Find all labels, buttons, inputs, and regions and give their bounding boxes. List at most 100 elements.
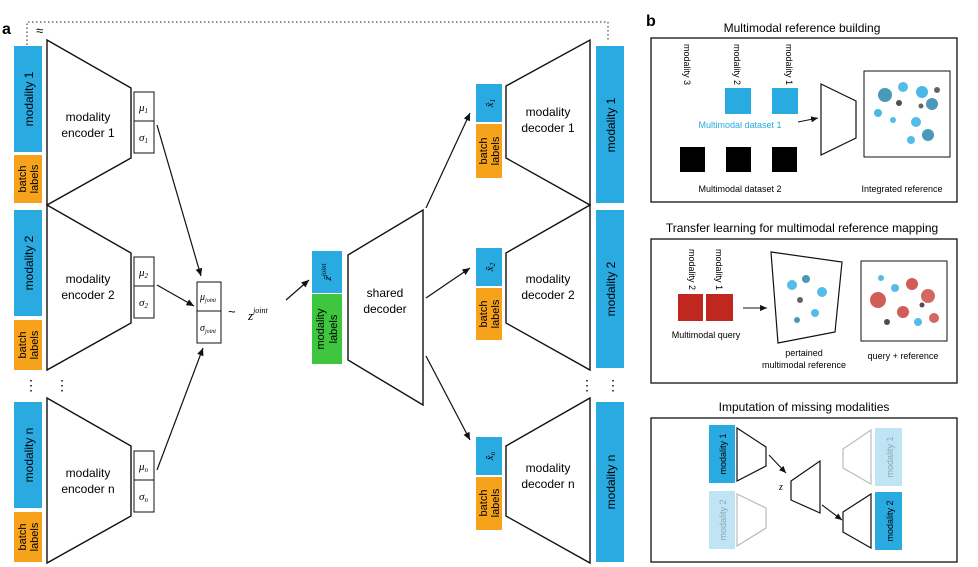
modality-2-input-label: modality 2 [22, 235, 36, 290]
query-mod1-square [706, 294, 733, 321]
imp-modality-2-ghost-bar [709, 491, 735, 549]
latent-1-bar [476, 84, 502, 122]
arrow-encn-to-joint [156, 347, 204, 471]
b1-modality-3-label: modality 3 [682, 44, 692, 85]
encoder-2-line2: encoder 2 [61, 288, 115, 302]
input-block-2: modality 2 batch labels [14, 210, 42, 370]
b2-modality-2-label: modality 2 [687, 249, 697, 290]
sigma-2-box [133, 285, 155, 319]
modality-labels-line2: labels [328, 314, 340, 343]
arrow-shared-to-dec2 [425, 267, 471, 299]
input-dots: ⋮ [24, 377, 38, 393]
latent-2-label: x̂2 [484, 262, 497, 272]
latent-n-label: x̂n [484, 451, 497, 461]
decoder-1-line1: modality [526, 105, 571, 119]
encoder-dots: ⋮ [55, 377, 69, 393]
imp-encoder-2-ghost [736, 493, 767, 548]
encoder-n-shape [46, 396, 132, 565]
imp-decoder-1-ghost [842, 428, 872, 486]
modality-n-output-bar [596, 402, 624, 562]
encoder-n: modality encoder n μn σn [46, 396, 155, 565]
latent-z-bar [312, 251, 342, 293]
mu-1-symbol: μ1 [138, 102, 148, 115]
decn-batch-bar [476, 477, 502, 530]
imp-arrow-to-decoder [821, 504, 843, 521]
imp-modality-1-ghost-bar [875, 428, 902, 486]
batch-labels-2-bar [14, 320, 42, 370]
dec2-batch-line1: batch [478, 301, 490, 328]
input-block-1: modality 1 batch labels [14, 46, 42, 203]
b1-modality-1-label: modality 1 [784, 44, 794, 85]
decoder-n: modality decoder n [505, 396, 591, 565]
arrow-enc1-to-joint [156, 124, 203, 277]
modality-labels-bar [312, 294, 342, 364]
decoder-2-line1: modality [526, 272, 571, 286]
batch-labels-2-line1: batch [17, 332, 29, 359]
imp-modality-1-label: modality 1 [718, 433, 728, 474]
imputation-title: Imputation of missing modalities [719, 400, 890, 414]
decoder-1: modality decoder 1 [505, 38, 591, 207]
sigma-2-symbol: σ2 [139, 297, 148, 310]
shared-decoder-shape [347, 208, 424, 407]
encoder-2-shape [46, 203, 132, 372]
pretrained-umap-points [787, 275, 827, 323]
decoder-n-line2: decoder n [521, 477, 574, 491]
reference-building-title: Multimodal reference building [724, 21, 881, 35]
sigma-1-symbol: σ1 [139, 132, 148, 145]
reference-building-box [650, 37, 958, 203]
query-mod2-square [678, 294, 703, 321]
decoder-1-line2: decoder 1 [521, 121, 575, 135]
encoder-1: modality encoder 1 μ1 σ1 [46, 38, 155, 207]
modality-2-input-bar [14, 210, 42, 316]
dec2-batch-line2: labels [490, 299, 502, 328]
input-block-n: modality n batch labels [14, 402, 42, 562]
encoder-n-line2: encoder n [61, 482, 114, 496]
encoder-1-shape [46, 38, 132, 207]
shared-decoder-line1: shared [367, 286, 404, 300]
arrow-z-to-latent [285, 279, 310, 301]
imp-modality-2-label: modality 2 [885, 500, 895, 541]
dataset2-label: Multimodal dataset 2 [698, 184, 781, 194]
arrow-shared-to-dec1 [425, 112, 471, 209]
approx-symbol: ≈ [36, 23, 43, 38]
imp-encoder-1 [736, 426, 767, 482]
b1-arrow [797, 116, 819, 123]
dataset2-mod3-square [680, 147, 705, 172]
b1-modality-2-label: modality 2 [732, 44, 742, 85]
dec1-batch-line2: labels [490, 136, 502, 165]
imp-modality-2-bar [875, 492, 902, 550]
modality-1-input-label: modality 1 [22, 71, 36, 126]
latent-n-bar [476, 437, 502, 475]
modality-2-output-bar [596, 210, 624, 368]
batch-labels-1-line1: batch [17, 166, 29, 193]
dec1-batch-bar [476, 124, 502, 178]
transfer-learning-box [650, 238, 958, 384]
encoder-2-line1: modality [66, 272, 111, 286]
z-joint-symbol: zjoint [247, 306, 269, 323]
imp-modality-1-ghost-label: modality 1 [885, 436, 895, 477]
sigma-joint-box [196, 310, 222, 344]
mu-n-symbol: μn [138, 461, 149, 474]
imp-z-symbol: z [778, 482, 783, 493]
latent-2-bar [476, 248, 502, 286]
decoder-dots: ⋮ [580, 377, 594, 393]
pretrained-label-line1: pertained [785, 348, 823, 358]
shared-decoder-line2: decoder [363, 302, 406, 316]
batch-labels-n-line2: labels [29, 522, 41, 551]
sigma-n-box [133, 479, 155, 513]
tilde-symbol: ~ [228, 304, 236, 319]
panel-b-letter: b [646, 13, 656, 30]
batch-labels-2-line2: labels [29, 330, 41, 359]
dotted-link [26, 21, 609, 45]
encoder-2: modality encoder 2 μ2 σ2 [46, 203, 155, 372]
batch-labels-n-line1: batch [17, 524, 29, 551]
decoder-input-1: x̂1 batch labels [476, 84, 502, 178]
imp-modality-1-bar [709, 425, 735, 483]
dataset1-mod2-square [725, 88, 751, 114]
decoder-2-line2: decoder 2 [521, 288, 575, 302]
query-label: Multimodal query [672, 330, 741, 340]
decoder-input-n: x̂n batch labels [476, 437, 502, 530]
mu-joint-box [196, 281, 222, 312]
decoder-2-shape [505, 203, 591, 372]
dataset1-mod1-square [772, 88, 798, 114]
